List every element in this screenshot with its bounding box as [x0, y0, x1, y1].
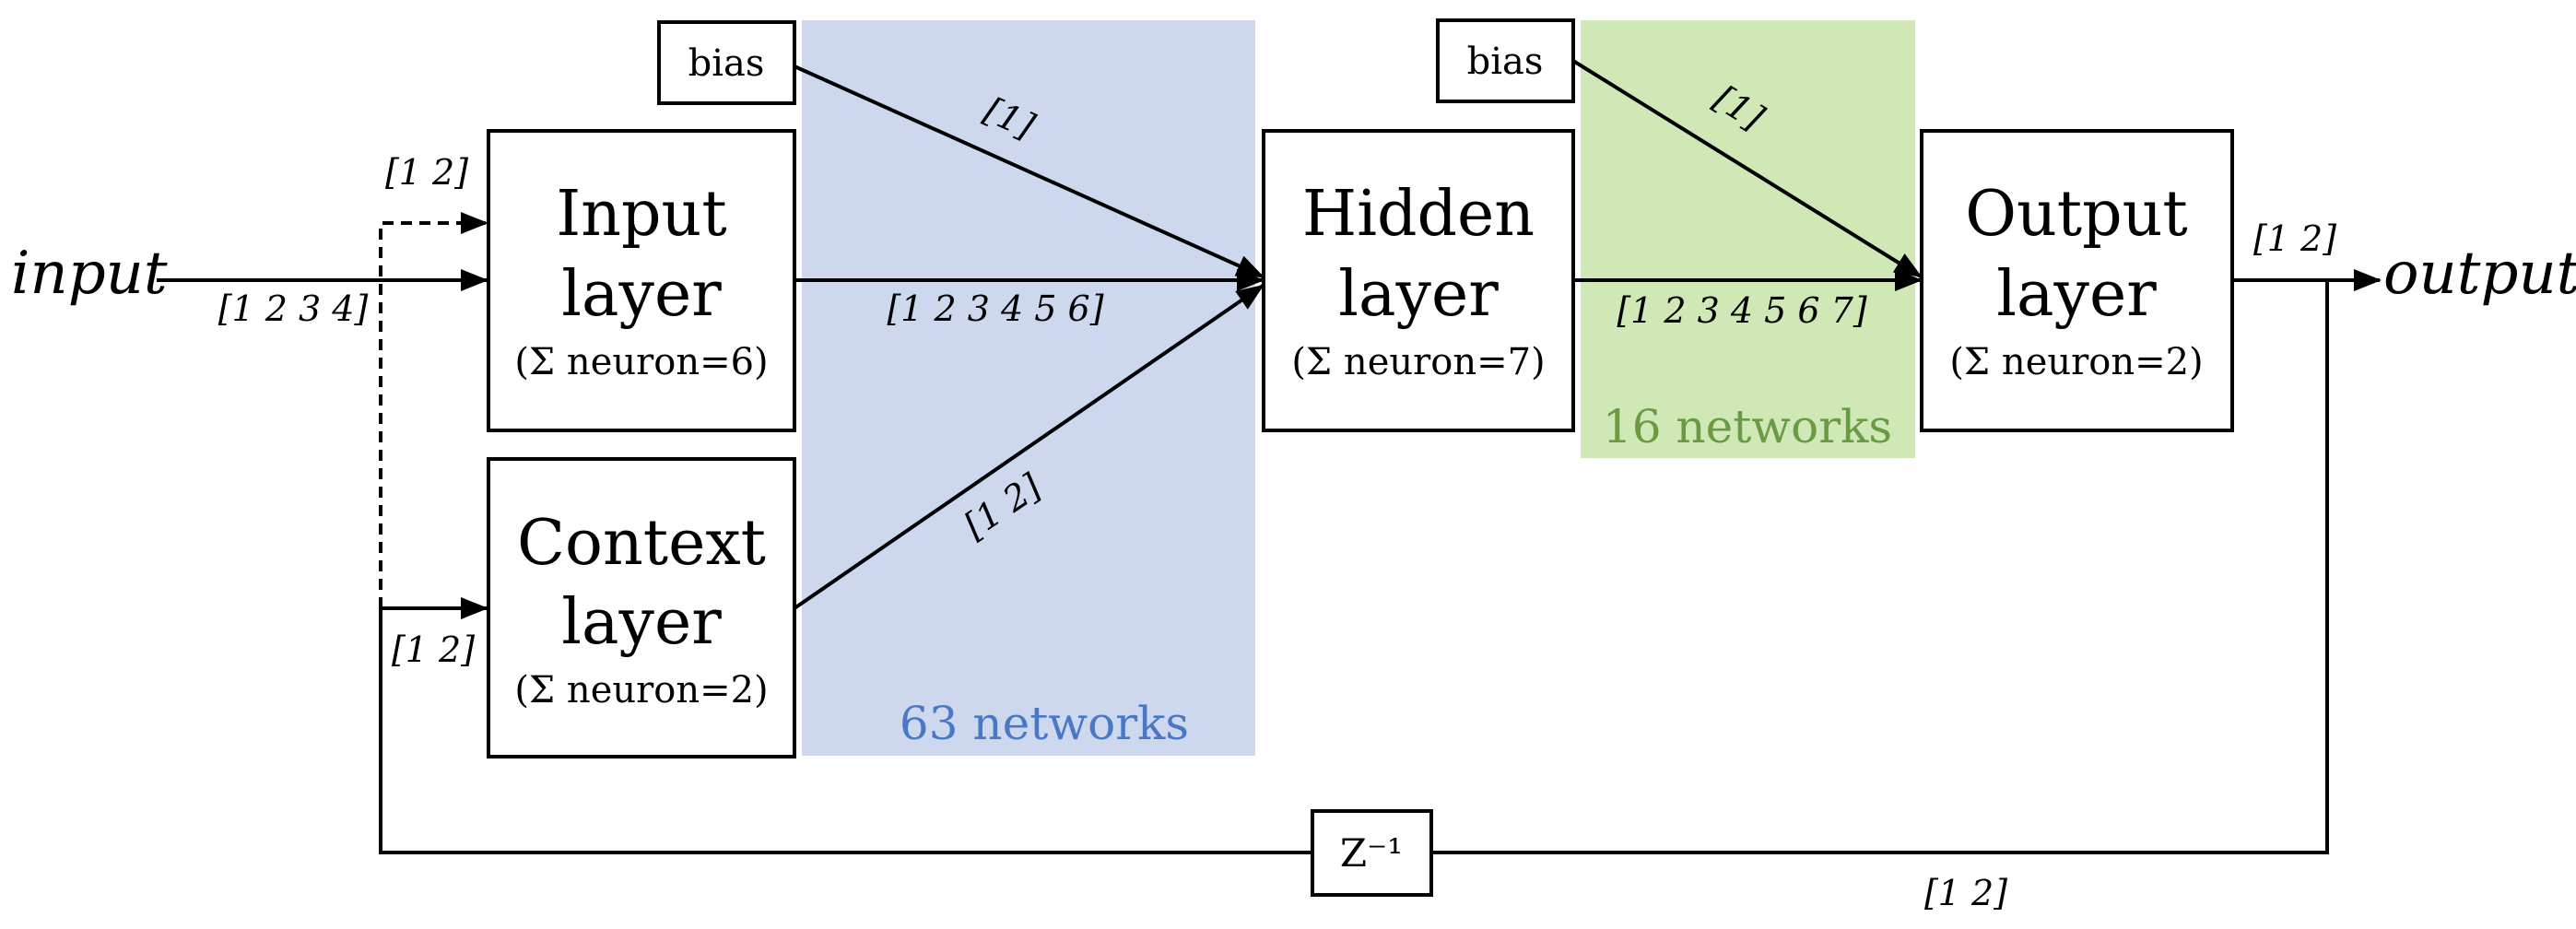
bias-to-output-line	[1571, 59, 1923, 278]
delay-feedback-bottom: [1 2]	[1924, 873, 2007, 913]
bias-to-hidden-line	[794, 65, 1264, 278]
output-layer-title-2: layer	[1996, 258, 2157, 331]
output-layer-box	[1920, 129, 2234, 432]
feedback-loop-line	[379, 280, 2329, 854]
context-layer-title-1: Context	[517, 507, 766, 580]
context-layer-box	[487, 457, 796, 758]
bias-box-left	[657, 20, 796, 105]
green-region-label: 16 networks	[1603, 400, 1892, 453]
hidden-layer-box	[1262, 129, 1575, 432]
blue-network-region	[802, 20, 1255, 756]
bias-right-label: bias	[1467, 41, 1544, 83]
bias-left-label: bias	[688, 42, 765, 85]
input-layer-title-1: Input	[556, 178, 726, 251]
green-network-region	[1581, 20, 1915, 458]
context-layer-title-2: layer	[561, 586, 722, 659]
hidden-layer-neurons: (Σ neuron=7)	[1291, 341, 1545, 383]
delay-output-signal: [1 2]	[2253, 218, 2336, 259]
delay-context-feedback: [1 2]	[392, 629, 475, 670]
delay-label: Z⁻¹	[1340, 830, 1403, 876]
output-layer-title-1: Output	[1965, 178, 2188, 251]
input-layer-neurons: (Σ neuron=6)	[514, 341, 768, 383]
input-label: input	[11, 240, 168, 308]
blue-region-label: 63 networks	[900, 697, 1189, 750]
delay-input-signal: [1 2 3 4]	[218, 288, 369, 329]
hidden-layer-title-1: Hidden	[1302, 178, 1535, 251]
delay-hidden-to-output: [1 2 3 4 5 6 7]	[1617, 290, 1867, 331]
context-layer-neurons: (Σ neuron=2)	[514, 669, 768, 711]
delay-box	[1311, 809, 1433, 897]
input-layer-title-2: layer	[561, 258, 722, 331]
output-label: output	[2383, 240, 2576, 308]
bias-box-right	[1436, 18, 1575, 103]
delay-input-to-hidden: [1 2 3 4 5 6]	[887, 288, 1103, 329]
output-layer-neurons: (Σ neuron=2)	[1949, 341, 2203, 383]
hidden-layer-title-2: layer	[1338, 258, 1499, 331]
context-to-hidden-line	[793, 284, 1264, 610]
delay-input-feedback-top: [1 2]	[385, 152, 468, 193]
input-layer-box	[487, 129, 796, 432]
